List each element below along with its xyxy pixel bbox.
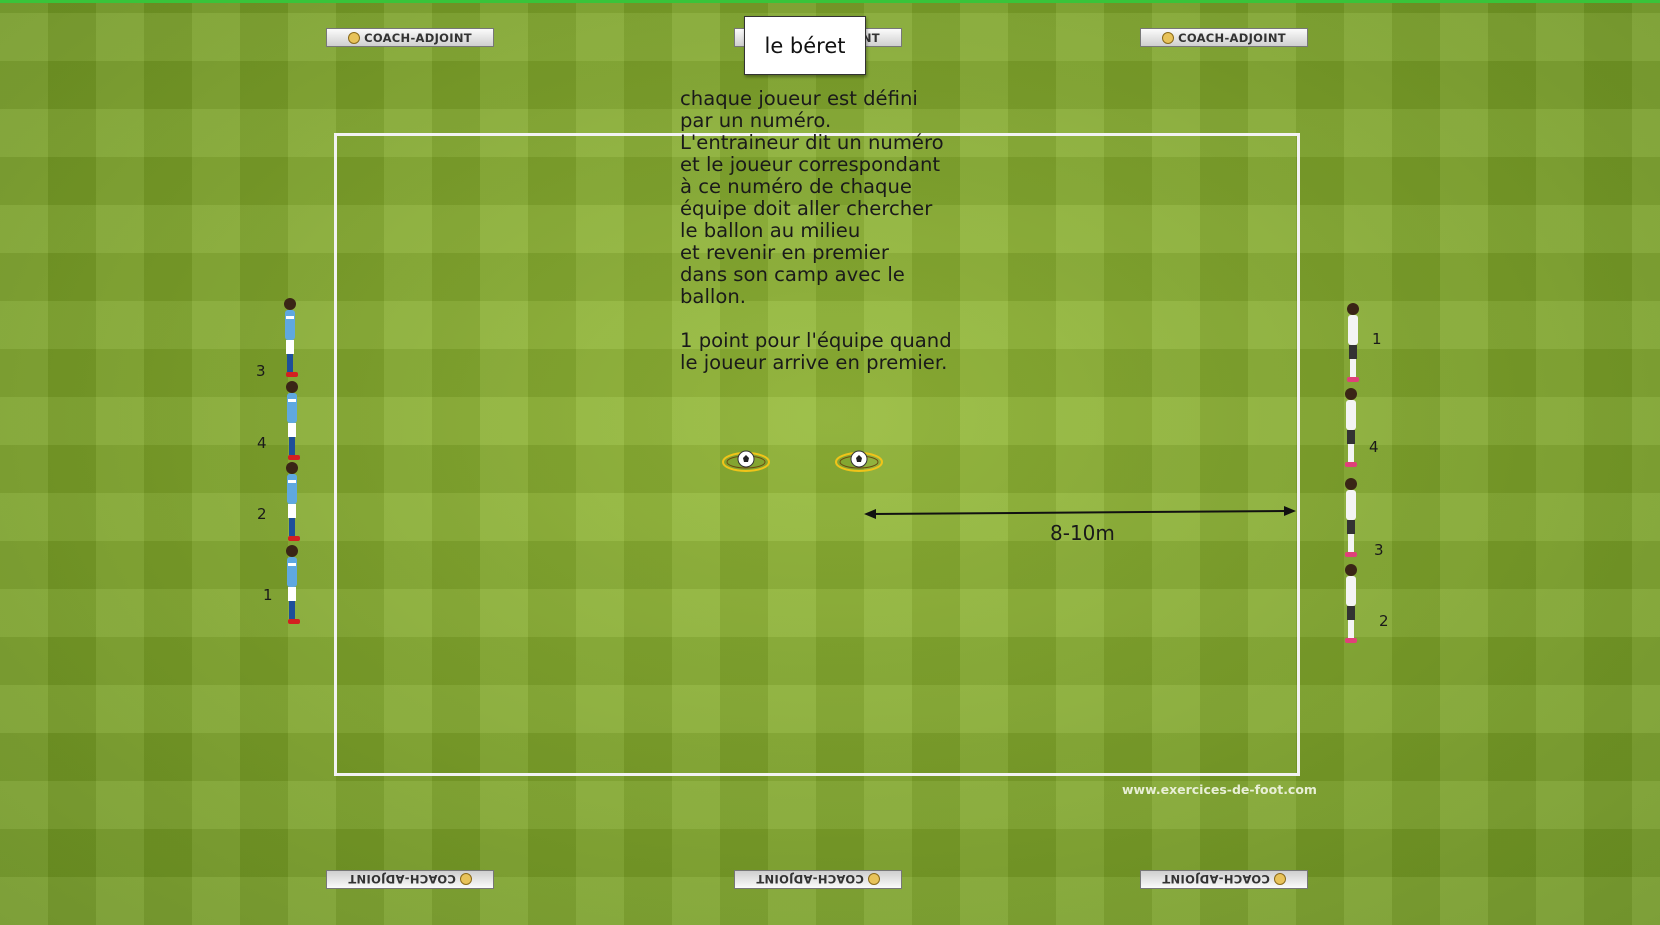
- playing-area: [334, 133, 1300, 776]
- left-player-number: 3: [256, 362, 266, 380]
- drill-title: le béret: [744, 16, 866, 75]
- ball-icon: [835, 450, 883, 472]
- player-white-icon: [1345, 564, 1357, 643]
- player-blue-icon: [286, 462, 300, 541]
- ball-icon: [722, 450, 770, 472]
- right-player-number: 3: [1374, 541, 1384, 559]
- player-blue-icon: [286, 545, 300, 624]
- website-watermark: www.exercices-de-foot.com: [1122, 782, 1317, 797]
- coach-adjoint-banner-top-right: COACH-ADJOINT: [1140, 28, 1308, 47]
- right-player-number: 4: [1369, 438, 1379, 456]
- player-white-icon: [1347, 303, 1359, 382]
- coach-adjoint-logo-icon: [348, 31, 361, 44]
- player-blue-icon: [284, 298, 298, 377]
- banner-text: COACH-ADJOINT: [1178, 30, 1286, 45]
- left-player-number: 2: [257, 505, 267, 523]
- top-border: [0, 0, 1660, 3]
- player-white-icon: [1345, 478, 1357, 557]
- coach-adjoint-logo-icon: [1162, 31, 1175, 44]
- banner-text: COACH-ADJOINT: [364, 30, 472, 45]
- player-white-icon: [1345, 388, 1357, 467]
- distance-label: 8-10m: [1050, 521, 1115, 545]
- player-blue-icon: [286, 381, 300, 460]
- right-player-number: 1: [1372, 330, 1382, 348]
- right-player-number: 2: [1379, 612, 1389, 630]
- coach-adjoint-banner-top-left: COACH-ADJOINT: [326, 28, 494, 47]
- left-player-number: 4: [257, 434, 267, 452]
- left-player-number: 1: [263, 586, 273, 604]
- drill-description: chaque joueur est défini par un numéro. …: [680, 87, 952, 374]
